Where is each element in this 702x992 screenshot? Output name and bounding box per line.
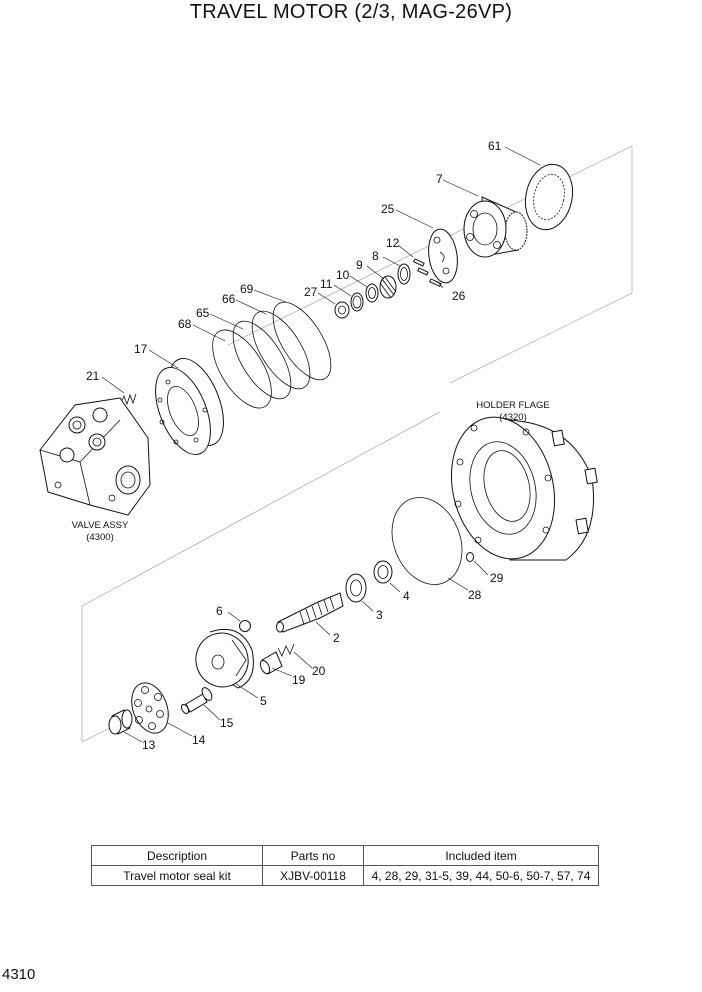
callout-12: 12 — [386, 236, 400, 250]
cell-description: Travel motor seal kit — [91, 865, 263, 886]
callout-28: 28 — [468, 588, 482, 602]
callout-15: 15 — [220, 716, 234, 730]
callout-26: 26 — [452, 289, 466, 303]
callout-66: 66 — [222, 292, 236, 306]
part-27-bearing — [334, 301, 350, 319]
callout-13: 13 — [142, 738, 156, 752]
callout-8: 8 — [372, 249, 379, 263]
part-13-bearing-cup — [108, 709, 133, 735]
part-21-spring — [119, 393, 137, 406]
part-3-bearing — [345, 573, 367, 603]
callout-29: 29 — [490, 571, 504, 585]
callout-14: 14 — [192, 733, 206, 747]
cell-included-item: 4, 28, 29, 31-5, 39, 44, 50-6, 50-7, 57,… — [363, 865, 599, 886]
part-15-piston — [180, 687, 213, 715]
callout-6: 6 — [216, 604, 223, 618]
holder-flange — [450, 416, 598, 561]
part-68-o-ring — [212, 329, 272, 409]
header-included-item: Included item — [363, 845, 599, 866]
valve-assy-block — [39, 397, 151, 516]
callout-5: 5 — [260, 694, 267, 708]
callout-3: 3 — [376, 608, 383, 622]
part-11-snap-ring — [350, 292, 364, 312]
part-7-cylinder-block — [463, 196, 528, 258]
table-row: Travel motor seal kit XJBV-00118 4, 28, … — [91, 865, 599, 886]
callout-65: 65 — [196, 306, 210, 320]
callout-11: 11 — [320, 277, 333, 291]
callout-68: 68 — [178, 317, 192, 331]
callout-9: 9 — [356, 258, 363, 272]
part-25-valve-plate — [428, 228, 458, 284]
page-number: 4310 — [2, 966, 36, 983]
callout-69: 69 — [240, 282, 254, 296]
callout-27: 27 — [304, 285, 318, 299]
cell-parts-no: XJBV-00118 — [262, 865, 364, 886]
valve-assy-code: (4300) — [86, 532, 113, 543]
part-10-washer — [365, 283, 379, 303]
part-14-retainer-plate — [131, 682, 169, 734]
part-5-swash-plate — [195, 628, 254, 689]
callout-20: 20 — [312, 664, 326, 678]
part-28-o-ring — [391, 497, 463, 585]
callout-10: 10 — [336, 268, 350, 282]
holder-flage-label: HOLDER FLAGE — [476, 400, 549, 411]
callout-labels: 61 7 25 12 8 9 10 11 27 26 69 66 65 68 1… — [72, 139, 550, 752]
leader-lines — [101, 146, 541, 743]
callout-2: 2 — [333, 631, 340, 645]
part-12-pins — [413, 258, 429, 276]
part-20-spring — [277, 643, 295, 657]
page-title: TRAVEL MOTOR (2/3, MAG-26VP) — [189, 1, 513, 23]
part-2-shaft — [276, 592, 344, 633]
seal-kit-table: Description Parts no Included item Trave… — [91, 845, 599, 886]
lower-guide-frame — [81, 411, 441, 743]
table-header-row: Description Parts no Included item — [91, 845, 599, 866]
part-19-piston — [259, 651, 283, 675]
part-4-oil-seal — [373, 560, 393, 584]
part-29-o-ring — [466, 552, 474, 562]
callout-4: 4 — [403, 589, 410, 603]
part-9-spring — [379, 275, 397, 299]
valve-assy-label: VALVE ASSY — [72, 520, 129, 531]
part-65-o-ring — [232, 320, 292, 400]
callout-17: 17 — [134, 342, 148, 356]
callout-7: 7 — [436, 172, 443, 186]
header-parts-no: Parts no — [262, 845, 364, 866]
holder-flage-code: (4320) — [499, 412, 526, 423]
callout-61: 61 — [488, 139, 502, 153]
part-61-friction-plate — [524, 163, 574, 231]
part-17-flange-plate — [155, 357, 224, 456]
header-description: Description — [91, 845, 263, 866]
callout-21: 21 — [86, 369, 100, 383]
callout-19: 19 — [292, 673, 306, 687]
part-66-o-ring — [251, 310, 311, 390]
part-6-ball — [239, 620, 251, 632]
part-69-o-ring — [272, 301, 332, 381]
part-8-ring — [397, 263, 411, 285]
callout-25: 25 — [381, 202, 395, 216]
